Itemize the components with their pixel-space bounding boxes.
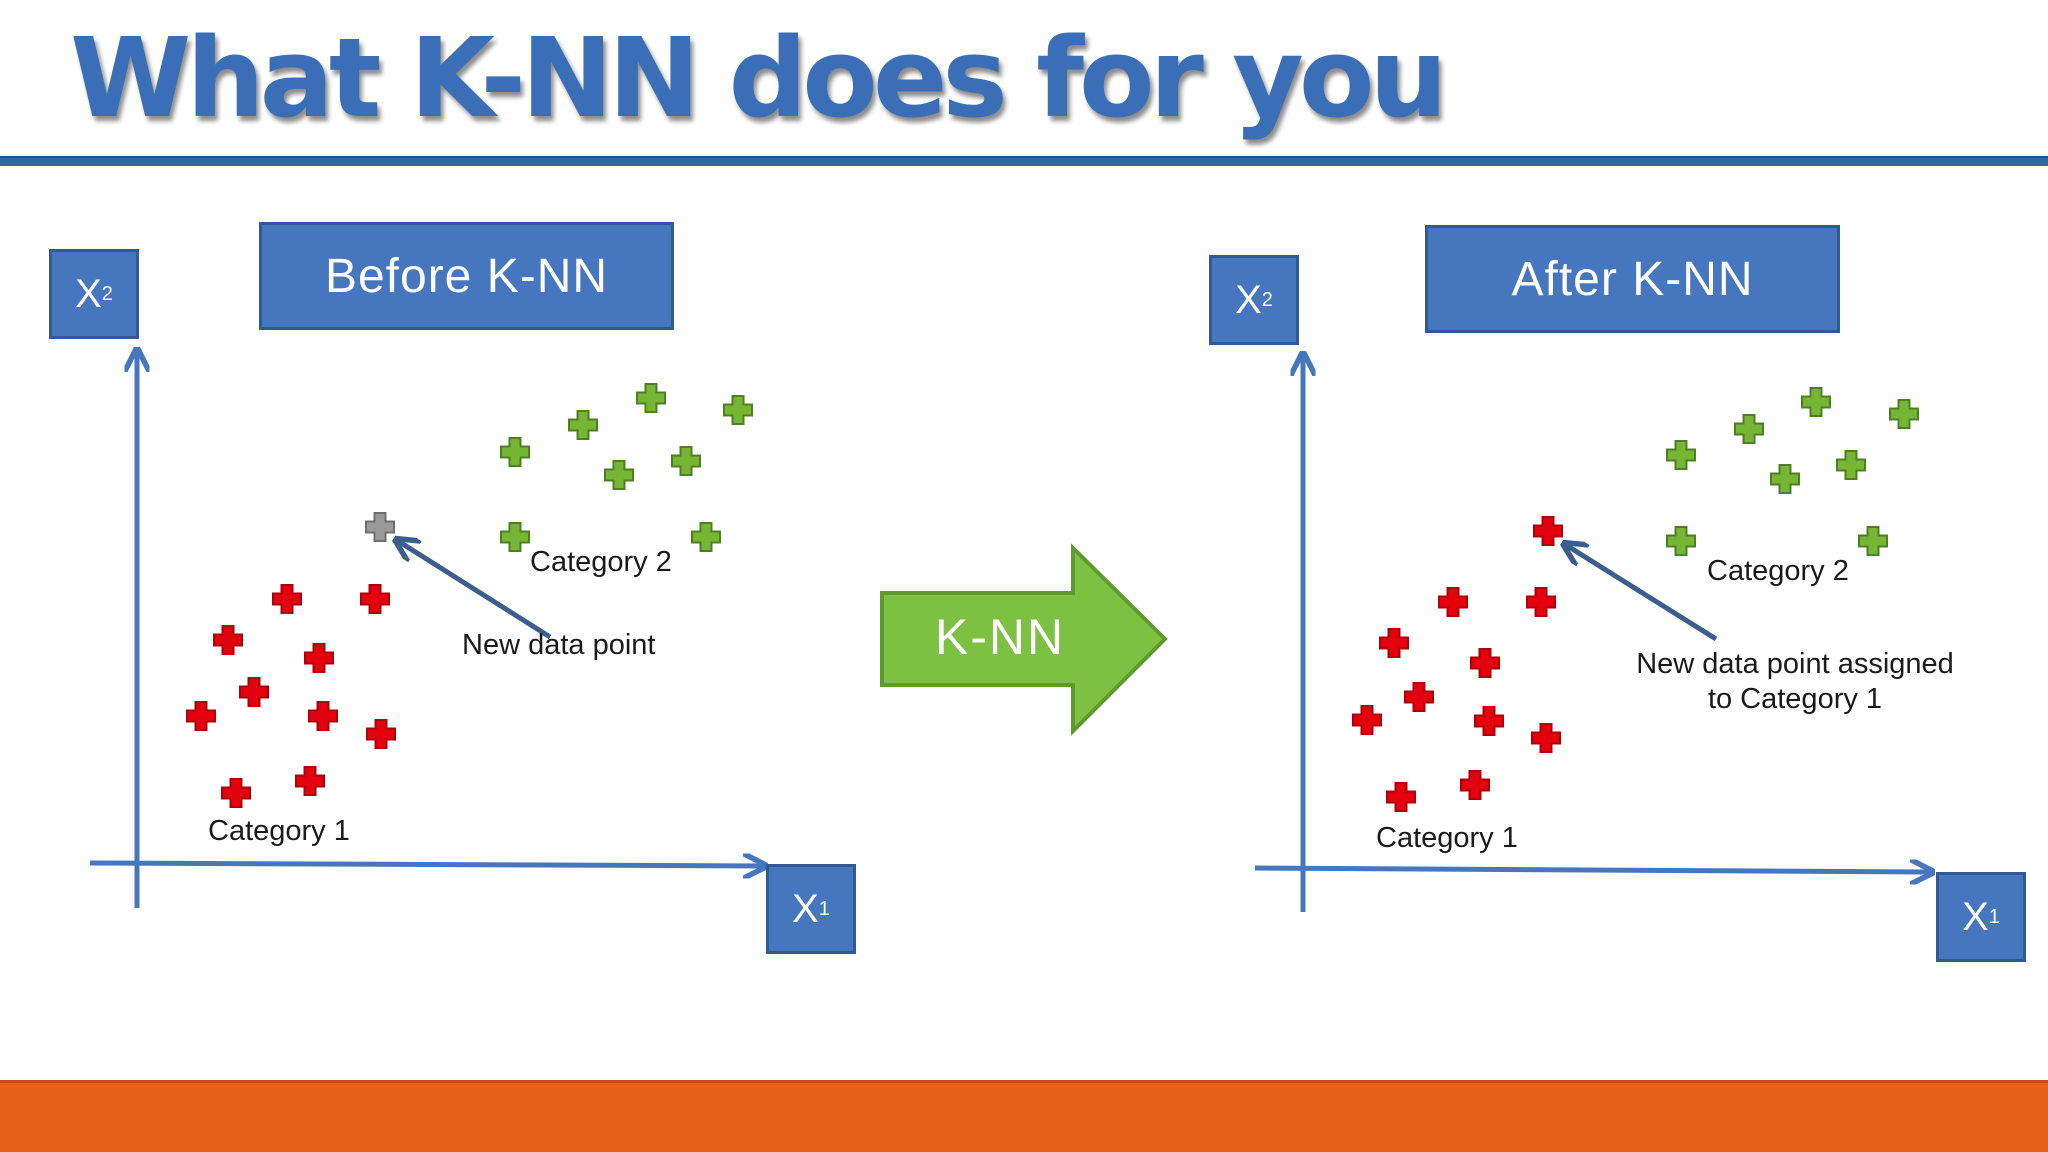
right-new-point-label-line1: New data point assigned [1636,648,1954,680]
title-divider [0,156,2048,166]
footer-bar [0,1080,2048,1152]
right-x-axis [1254,868,1930,872]
category1-point-icon [308,701,338,731]
diagram-canvas [89,0,2048,912]
category2-point-icon [1734,414,1764,444]
right-pointer-arrow [1566,545,1718,642]
right-x2-subscript: 2 [1261,288,1273,311]
left-x1-symbol: X [792,886,819,931]
category1-point-icon [1438,587,1468,617]
category2-point-icon [1801,387,1831,417]
right-x2-symbol: X [1235,277,1262,322]
category1-point-icon [239,677,269,707]
category2-point-icon [1770,464,1800,494]
category1-point-icon [1352,705,1382,735]
right-category1-label: Category 1 [1376,822,1518,854]
category2-point-icon [1666,440,1696,470]
category1-point-icon [1470,648,1500,678]
category2-point-icon [1836,450,1866,480]
right-x1-symbol: X [1962,894,1989,939]
category2-point-icon [691,522,721,552]
right-new-point-label-line2: to Category 1 [1707,682,1883,715]
left-new-data-point-label: New data point [462,629,656,661]
category1-point-icon [295,766,325,796]
left-pointer-arrow [398,541,552,640]
category2-point-icon [500,522,530,552]
left-x-axis [89,863,763,866]
data-point-markers [186,383,1919,812]
left-x2-symbol: X [75,271,102,316]
right-category2-label: Category 2 [1707,555,1849,587]
left-category1-label: Category 1 [208,815,350,847]
left-x2-subscript: 2 [101,282,113,305]
category1-point-icon [1386,782,1416,812]
category2-point-icon [568,410,598,440]
category1-point-icon [1474,706,1504,736]
right-x1-subscript: 1 [1988,905,2000,928]
category1-point-icon [213,625,243,655]
right-new-data-point-label: New data point assigned to Category 1 [1610,647,1980,717]
assigned-new-data-point-icon [1460,770,1490,800]
category1-point-icon [272,584,302,614]
category2-point-icon [500,437,530,467]
knn-arrow [880,543,1168,736]
category1-point-icon [186,701,216,731]
category1-point-icon [1379,628,1409,658]
category1-point-icon [1526,587,1556,617]
category2-point-icon [1858,526,1888,556]
slide-title: What K-NN does for you [70,14,1448,142]
category1-point-icon [1404,682,1434,712]
category1-point-icon [360,584,390,614]
left-x1-subscript: 1 [818,897,830,920]
new-data-point-icon [365,512,395,542]
category2-point-icon [604,460,634,490]
category2-point-icon [671,446,701,476]
category1-point-icon [1533,516,1563,546]
category2-point-icon [1889,399,1919,429]
after-knn-header: After K-NN [1425,225,1840,333]
category2-point-icon [723,395,753,425]
category1-point-icon [1531,723,1561,753]
category2-point-icon [1666,526,1696,556]
left-category2-label: Category 2 [530,546,672,578]
category1-point-icon [366,719,396,749]
category1-point-icon [221,778,251,808]
knn-arrow-label: K-NN [934,609,1066,665]
before-knn-header: Before K-NN [259,222,674,330]
category2-point-icon [636,383,666,413]
category1-point-icon [304,643,334,673]
